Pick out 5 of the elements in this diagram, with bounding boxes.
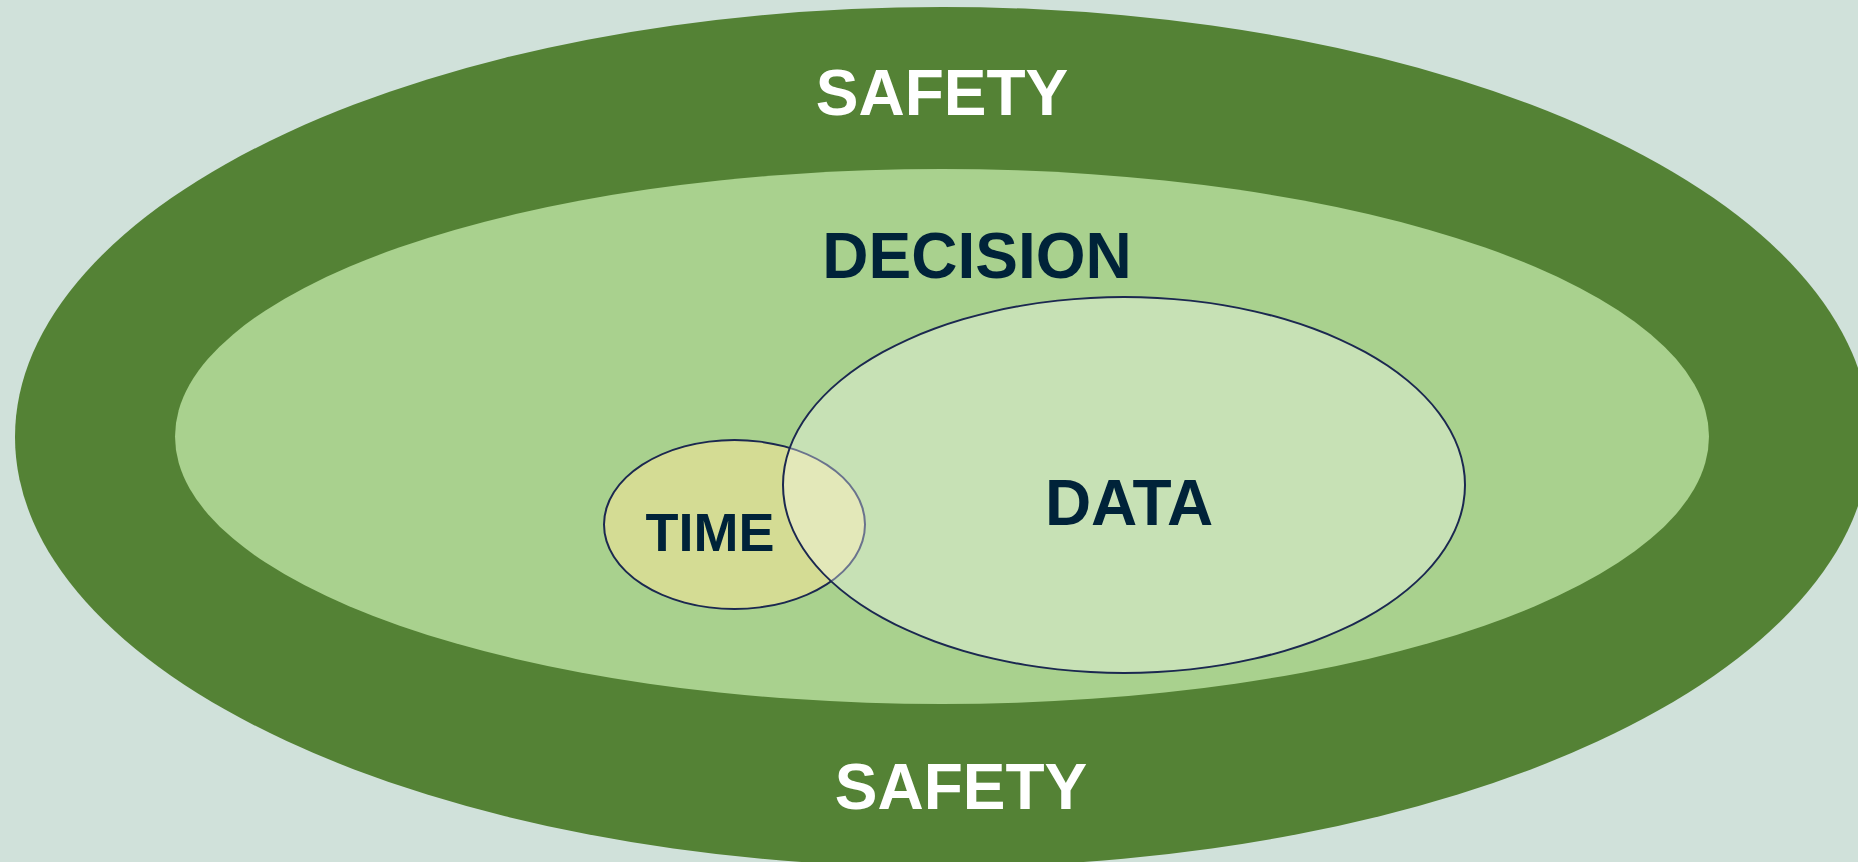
ellipse-label: DATA	[1044, 471, 1214, 535]
ellipse-label: TIME	[645, 505, 775, 559]
ellipse-label: SAFETY	[815, 61, 1069, 125]
ellipse-label: DECISION	[822, 224, 1132, 288]
ellipse-label: SAFETY	[834, 755, 1088, 819]
